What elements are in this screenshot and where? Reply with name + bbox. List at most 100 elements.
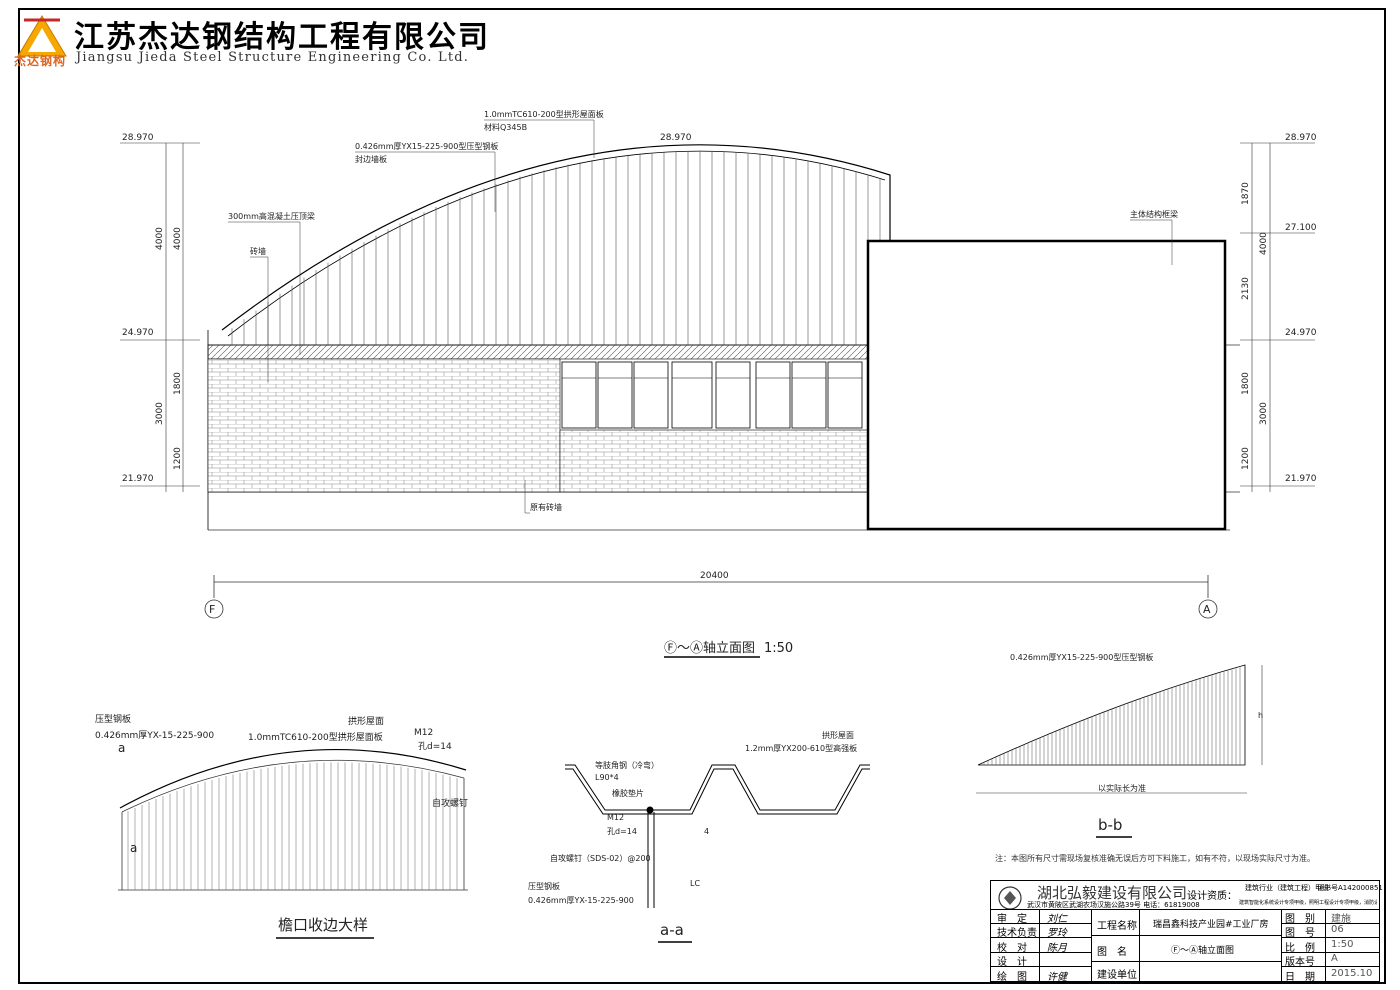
company-name-cn: 江苏杰达钢结构工程有限公司 (74, 20, 490, 55)
highlight-box (866, 239, 1227, 531)
aa-label-arch-roof: 拱形屋面 (822, 730, 854, 740)
aa-label-dim4: 4 (704, 827, 709, 836)
label-existing-wall: 原有砖墙 (530, 502, 562, 512)
tb-company: 湖北弘毅建设有限公司 (1037, 884, 1188, 902)
tb-project-label: 工程名称 (1097, 921, 1137, 932)
aa-label-press-plate: 压型钢板 (528, 881, 560, 891)
elevation-title: Ⓕ～Ⓐ轴立面图 1:50 (664, 641, 793, 658)
aa-label-wall-panel: 0.426mm厚YX-15-225-900 (528, 896, 634, 905)
masonry-wall (207, 358, 561, 493)
aa-label-screw: 自攻螺钉（SDS-02）@200 (550, 853, 651, 863)
title-block: 湖北弘毅建设有限公司 武汉市黄陂区武湖农场汉施公路39号 电话：61819008… (990, 880, 1383, 983)
detail-eave (118, 749, 468, 891)
tb-sign-row: 技术负责罗玲 (991, 923, 1091, 940)
level-right-upper: 27.100 (1285, 223, 1317, 233)
roof-ribs (231, 150, 881, 345)
logo-subtext: 杰达钢构 (14, 54, 67, 68)
eave-sec-a-bot: a (130, 841, 137, 855)
level-left-mid: 24.970 (122, 328, 154, 338)
windows (561, 361, 863, 429)
tb-sign-label: 技术负责 (997, 928, 1037, 940)
tb-meta-key: 比 例 (1285, 942, 1315, 954)
label-beam: 300mm高混凝土压顶梁 (228, 211, 315, 221)
elevation-title-text: Ⓕ～Ⓐ轴立面图 (664, 641, 755, 656)
level-left-bot: 21.970 (122, 474, 154, 484)
dim-right-3000: 3000 (1259, 402, 1269, 425)
eave-label-bolt: M12 (414, 728, 433, 738)
axis-left-label: F (209, 603, 215, 616)
tb-sign-row: 审 定 刘仁 (991, 909, 1091, 925)
aa-label-gasket: 橡胶垫片 (612, 788, 644, 798)
tb-meta-key: 日 期 (1285, 971, 1315, 983)
window (633, 361, 669, 429)
tb-signature: 罗玲 (1047, 928, 1067, 940)
tb-drawing: Ⓕ～Ⓐ轴立面图 (1171, 946, 1235, 956)
dim-right-2130: 2130 (1241, 277, 1251, 300)
level-right-bot: 21.970 (1285, 474, 1317, 484)
level-right-mid: 24.970 (1285, 328, 1317, 338)
label-wall-panel: 0.426mm厚YX15-225-900型压型钢板 (355, 141, 498, 151)
eave-sec-a-top: a (118, 741, 125, 755)
dim-left-4000b: 4000 (173, 227, 183, 250)
tb-sign-row: 设 计 (991, 952, 1091, 968)
tb-client-label: 建设单位 (1097, 970, 1137, 981)
window (671, 361, 713, 429)
tb-address: 武汉市黄陂区武湖农场汉施公路39号 电话：61819008 (1027, 901, 1200, 909)
aa-label-bolt: M12 (607, 813, 624, 822)
dim-left-3000: 3000 (155, 402, 165, 425)
eave-label-roof-panel: 1.0mmTC610-200型拱形屋面板 (248, 731, 383, 743)
tb-meta-value: 建施 (1331, 914, 1351, 925)
window (827, 361, 863, 429)
hongyi-logo-icon (998, 886, 1022, 910)
level-left-top: 28.970 (122, 133, 154, 143)
bb-title: b-b (1096, 816, 1132, 838)
tb-sign-label: 绘 图 (997, 971, 1027, 983)
label-wall-panel-sub: 封边墙板 (355, 154, 387, 164)
dim-right-1870: 1870 (1241, 182, 1251, 205)
tb-meta-value: 06 (1331, 924, 1344, 936)
drawing-frame (18, 8, 1386, 984)
eave-label-hole: 孔d=14 (418, 741, 452, 752)
level-right-top: 28.970 (1285, 133, 1317, 143)
tb-design-qual-label: 设计资质： (1187, 891, 1237, 902)
aa-label-lc: LC (690, 879, 700, 888)
axis-bubbles: F A (204, 599, 1218, 619)
tb-sign-row: 绘 图许健 (991, 967, 1091, 983)
tb-meta-value: 2015.10 (1331, 967, 1373, 979)
label-roof-material: 材料Q345B (484, 122, 527, 132)
company-name-en: Jiangsu Jieda Steel Structure Engineerin… (76, 50, 470, 65)
aa-title-text: a-a (660, 921, 684, 939)
tb-project: 瑞昌鑫科技产业园#工业厂房 (1153, 920, 1269, 930)
label-roof-panel: 1.0mmTC610-200型拱形屋面板 (484, 109, 604, 119)
window (791, 361, 827, 429)
dim-left-1200: 1200 (173, 447, 183, 470)
bb-label-base: 以实际长为准 (1098, 783, 1146, 793)
concrete-beam (207, 344, 869, 360)
masonry-lower (559, 429, 869, 493)
tb-meta-key: 图 号 (1285, 928, 1315, 940)
aa-title: a-a (658, 921, 692, 943)
detail-aa (565, 764, 870, 908)
dim-left-1800: 1800 (173, 372, 183, 395)
tb-sign-rows: 审 定刘仁技术负责罗玲校 对陈月设 计绘 图许健 (991, 909, 1092, 983)
eave-label-press-plate: 压型钢板 (95, 713, 131, 725)
eave-label-arch-roof: 拱形屋面 (348, 715, 384, 727)
dim-span: 20400 (700, 571, 729, 581)
bb-title-text: b-b (1098, 816, 1122, 834)
tb-sign-label: 审 定 (997, 914, 1027, 925)
tb-signature: 陈月 (1047, 942, 1067, 954)
tb-signature: 刘仁 (1047, 914, 1067, 925)
aa-label-roof-plate: 1.2mm厚YX200-610型高强板 (745, 743, 857, 753)
eave-labels: 压型钢板 0.426mm厚YX-15-225-900 1.0mmTC610-20… (95, 713, 468, 855)
bb-label-panel: 0.426mm厚YX15-225-900型压型钢板 (1010, 652, 1153, 662)
level-markers: 28.970 24.970 21.970 28.970 28.970 27.10… (122, 133, 1317, 484)
tb-meta-value: A (1331, 953, 1338, 965)
eave-label-screw: 自攻螺钉 (432, 797, 468, 809)
elevation-scale: 1:50 (764, 641, 793, 656)
axis-right-label: A (1203, 603, 1211, 616)
general-note: 注：本图所有尺寸需现场复核准确无误后方可下料施工，如有不符，以现场实际尺寸为准。 (995, 854, 1315, 863)
